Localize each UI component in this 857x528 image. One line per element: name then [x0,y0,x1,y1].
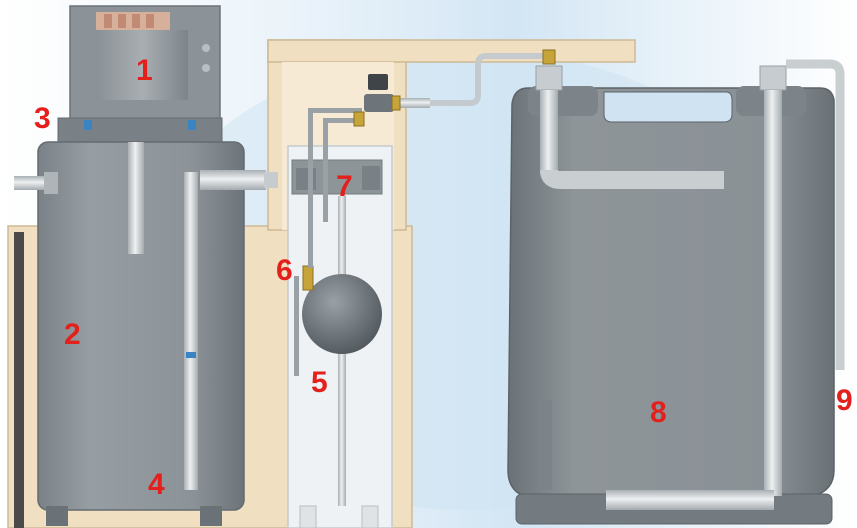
callout-labels: 1 2 3 4 5 6 7 8 9 [34,54,853,501]
float-valve [302,108,382,354]
callout-7: 7 [336,170,353,203]
callout-6: 6 [276,254,293,287]
reservoir-canister [507,59,845,525]
callout-9: 9 [836,384,853,417]
solenoid-valve [364,49,556,112]
sump-tank [14,5,278,526]
callout-1: 1 [136,54,153,87]
callout-5: 5 [311,366,328,399]
callout-3: 3 [34,102,51,135]
callout-8: 8 [650,396,667,429]
float-ball [302,274,382,354]
callout-4: 4 [148,468,165,501]
callout-2: 2 [64,318,81,351]
